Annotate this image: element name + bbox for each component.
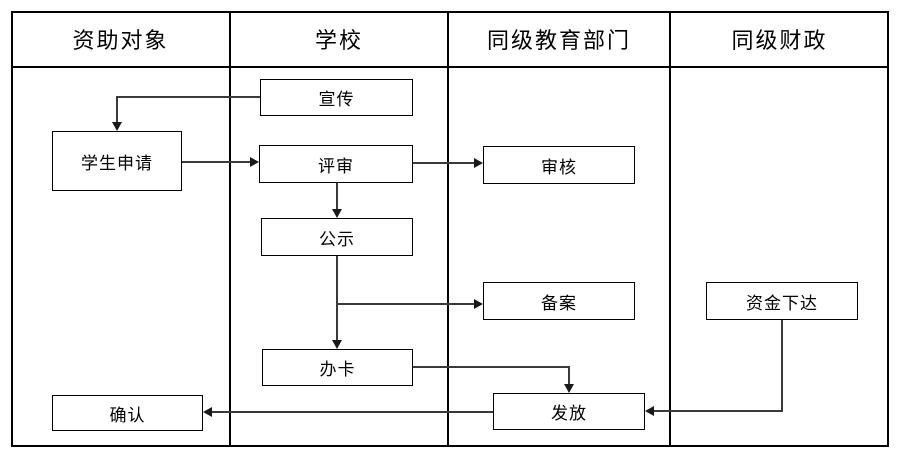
node-publicize: 公示 (261, 218, 413, 256)
lane-header-school: 学校 (314, 28, 363, 53)
node-distribute: 发放 (493, 393, 645, 430)
edge-student-apply-to-review-segment (182, 161, 252, 163)
edge-card-issue-to-distribute-segment (568, 366, 570, 386)
edge-distribute-to-confirm-segment (212, 411, 493, 413)
lane-header-finance-dept: 同级财政 (731, 28, 828, 53)
arrowhead-right-icon (474, 299, 483, 309)
arrowhead-left-icon (645, 406, 654, 416)
arrowhead-right-icon (474, 158, 483, 168)
lane-divider-1 (229, 11, 231, 447)
node-student-apply: 学生申请 (52, 131, 182, 191)
lane-divider-2 (447, 11, 449, 447)
node-audit: 审核 (483, 146, 635, 184)
node-card-issue: 办卡 (262, 349, 413, 386)
edge-card-issue-to-distribute-segment (413, 366, 570, 368)
header-divider (11, 66, 889, 68)
arrowhead-left-icon (203, 407, 212, 417)
edge-fund-release-to-distribute-segment (654, 410, 783, 412)
node-fund-release: 资金下达 (706, 282, 858, 320)
edge-publicize-to-card-issue-segment (336, 256, 338, 342)
edge-publicity-to-student-apply-segment (116, 96, 261, 98)
edge-publicize-to-filing-segment (336, 303, 475, 305)
edge-publicity-to-student-apply-segment (116, 96, 118, 124)
node-review: 评审 (259, 145, 413, 183)
outer-border (11, 11, 889, 447)
arrowhead-down-icon (332, 209, 342, 218)
arrowhead-down-icon (332, 340, 342, 349)
arrowhead-down-icon (112, 122, 122, 131)
arrowhead-right-icon (250, 157, 259, 167)
node-publicity: 宣传 (260, 79, 413, 116)
edge-review-to-publicize-segment (336, 183, 338, 211)
lane-header-education-dept: 同级教育部门 (486, 28, 631, 53)
lane-header-funding-target: 资助对象 (72, 28, 169, 53)
arrowhead-down-icon (564, 384, 574, 393)
lane-divider-3 (669, 11, 671, 447)
node-confirm: 确认 (52, 395, 203, 431)
edge-review-to-audit-segment (413, 162, 475, 164)
node-filing: 备案 (483, 282, 635, 320)
edge-fund-release-to-distribute-segment (781, 320, 783, 412)
